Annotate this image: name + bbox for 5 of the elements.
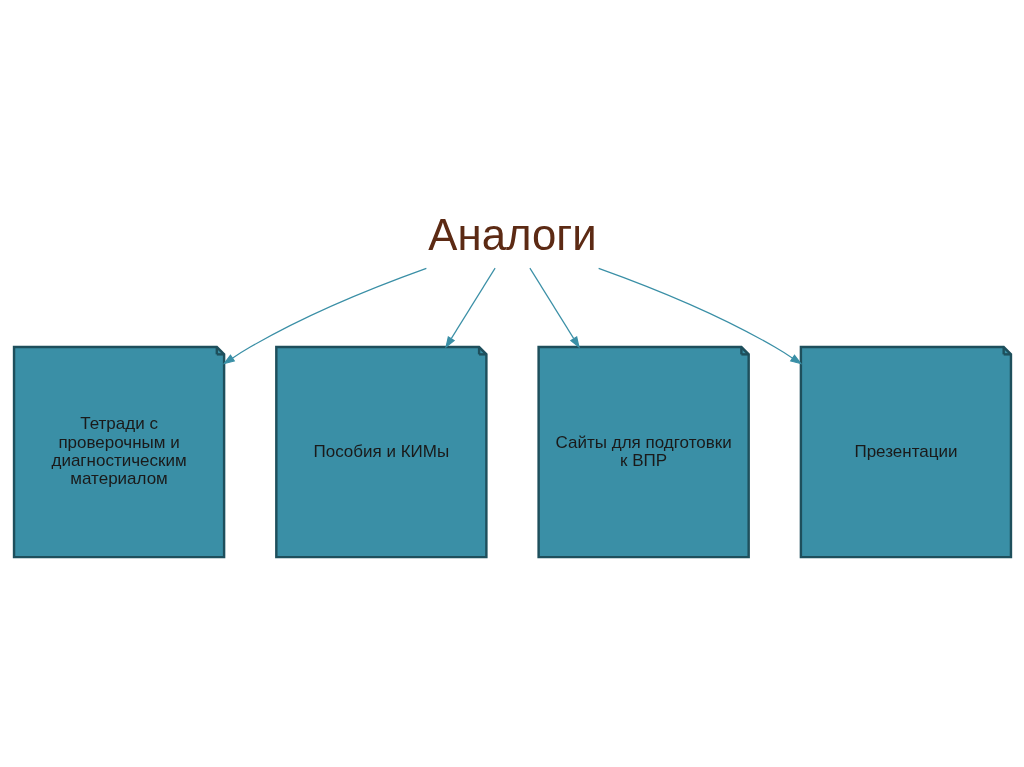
- arrow: [528, 267, 580, 349]
- node-text: Аналоги: [427, 209, 597, 259]
- arrow: [444, 267, 496, 349]
- arrow: [597, 267, 802, 365]
- arrow: [222, 267, 427, 365]
